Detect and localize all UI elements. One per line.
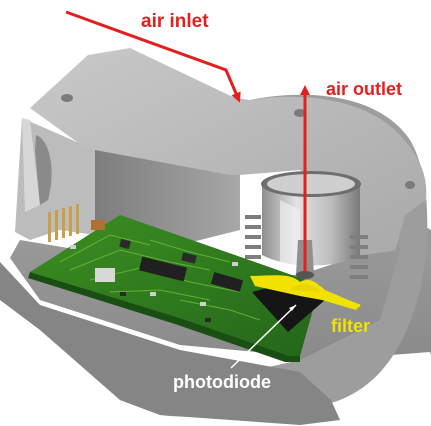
filter-element — [250, 275, 360, 310]
screw-hole — [405, 181, 415, 189]
photodiode-leader-line — [230, 304, 297, 369]
air-inlet-label: air inlet — [141, 11, 209, 32]
pin-header — [48, 204, 79, 242]
housing-left-wall — [15, 118, 95, 240]
filter-label: filter — [331, 316, 371, 336]
screw-hole — [61, 94, 73, 102]
filter-leader-line — [321, 290, 361, 308]
housing-right-lobe — [120, 94, 428, 417]
air-inlet-arrow — [65, 10, 241, 103]
air-outlet-label: air outlet — [326, 79, 403, 99]
thread-ridges — [245, 215, 368, 279]
screw-hole — [294, 109, 306, 117]
housing-front-face — [0, 262, 340, 425]
photodiode-label: photodiode — [173, 372, 271, 392]
pcb-components — [70, 220, 244, 322]
pcb-board — [30, 215, 320, 356]
